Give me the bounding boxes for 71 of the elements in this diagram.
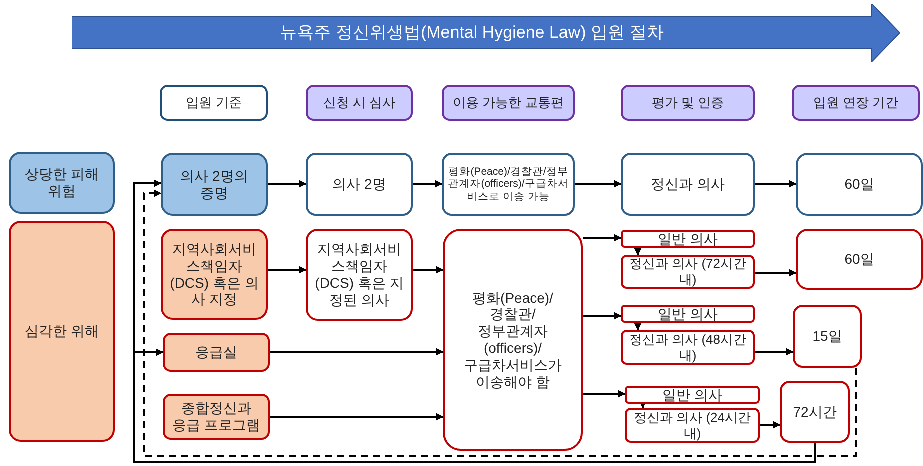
process-box	[306, 153, 413, 216]
node-label: 정신과 의사	[651, 176, 725, 193]
process-box	[9, 152, 115, 214]
process-box	[621, 330, 755, 365]
title-banner-arrow	[72, 4, 900, 62]
process-box	[780, 381, 850, 443]
arrow	[634, 248, 642, 256]
node-label: 신청 시 심사	[323, 95, 396, 111]
node-label: 이용 가능한 교통편	[452, 95, 564, 111]
node-label: 뉴욕주 정신위생법(Mental Hygiene Law) 입원 절차	[280, 22, 664, 44]
column-header	[792, 85, 920, 121]
arrow	[755, 269, 797, 277]
arrow	[583, 312, 622, 320]
node-label: 의사 2명의 증명	[180, 168, 250, 202]
arrow	[270, 348, 444, 356]
node-label: 지역사회서비스책임자 (DCS) 혹은 의사 지정	[169, 240, 260, 308]
arrow	[575, 180, 622, 188]
node-label: 60일	[844, 176, 874, 193]
node-label: 일반 의사	[658, 230, 718, 248]
arrow	[760, 421, 781, 429]
column-header	[306, 85, 413, 121]
arrow	[268, 266, 307, 274]
process-box	[9, 221, 115, 442]
node-label: 입원 기준	[186, 95, 242, 111]
column-header	[442, 85, 575, 121]
process-box	[306, 229, 413, 321]
node-label: 60일	[844, 251, 874, 268]
node-label: 72시간	[793, 404, 837, 420]
process-box	[796, 153, 923, 216]
node-label: 일반 의사	[662, 386, 722, 404]
arrow	[755, 180, 797, 188]
process-box	[621, 230, 755, 248]
column-header	[160, 85, 268, 121]
arrow	[755, 348, 794, 356]
node-label: 응급실	[196, 344, 238, 361]
node-label: 일반 의사	[658, 306, 718, 322]
node-label: 평가 및 인증	[652, 95, 724, 111]
process-box	[161, 153, 268, 216]
node-label: 상당한 피해 위험	[24, 166, 100, 200]
process-box	[163, 394, 270, 440]
node-label: 종합정신과 응급 프로그램	[172, 400, 262, 434]
process-box	[621, 153, 755, 216]
node-label: 정신과 의사 (72시간 내)	[628, 256, 748, 288]
process-box	[443, 229, 583, 451]
arrow	[268, 180, 307, 188]
node-label: 입원 연장 기간	[813, 95, 899, 111]
arrow	[413, 266, 444, 274]
arrow	[270, 413, 444, 421]
process-box	[625, 386, 760, 404]
node-label: 심각한 위해	[25, 323, 99, 340]
node-label: 평화(Peace)/경찰관/정부관계자(officers)/구급차서비스로 이송 가능	[448, 166, 570, 204]
column-header	[621, 85, 755, 121]
process-box	[621, 255, 755, 289]
process-box	[625, 408, 760, 443]
node-label: 정신과 의사 (48시간 내)	[628, 332, 748, 364]
node-label: 지역사회서비스책임자 (DCS) 혹은 지정된 의사	[314, 241, 405, 309]
process-box	[163, 333, 270, 372]
arrow	[133, 348, 816, 463]
arrow	[634, 322, 642, 331]
process-box	[793, 305, 862, 368]
arrow	[413, 180, 443, 188]
node-label: 정신과 의사 (24시간 내)	[632, 410, 752, 442]
process-box	[621, 305, 755, 323]
process-box	[442, 153, 575, 216]
process-box	[161, 229, 268, 320]
node-label: 의사 2명	[332, 176, 386, 193]
arrow	[583, 234, 622, 242]
node-label: 평화(Peace)/ 경찰관/ 정부관계자 (officers)/ 구급차서비스가 이송해야 함	[463, 290, 563, 390]
arrow	[583, 390, 626, 398]
process-box	[796, 229, 923, 290]
node-label: 15일	[812, 328, 842, 345]
